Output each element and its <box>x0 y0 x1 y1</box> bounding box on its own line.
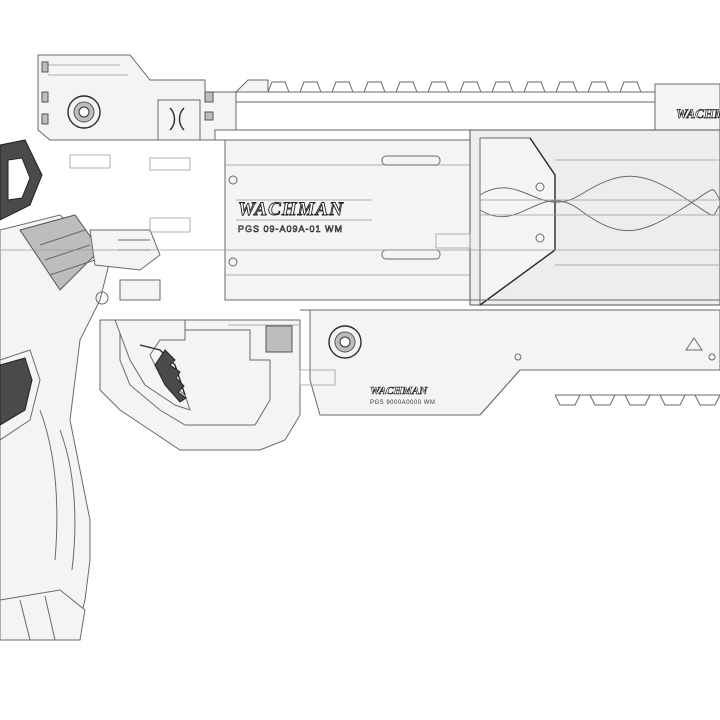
rear-claw <box>0 139 43 221</box>
trigger <box>114 319 191 411</box>
hammer-ring <box>67 95 101 129</box>
barrel-top-serrations: WACHM <box>234 79 720 131</box>
frame-brand-engraving: WACHMAN <box>370 385 428 397</box>
top-rail <box>37 54 237 141</box>
frame-serial-engraving: PGS 9000A0000 WM <box>370 400 435 406</box>
lower-frame: WACHMAN PGS 9000A0000 WM <box>300 299 720 416</box>
construction-lines <box>0 154 720 386</box>
cylinder-brand-engraving: WACHMAN <box>238 199 344 220</box>
cylinder-serial-engraving: PGS 09-A09A-01 WM <box>238 224 343 234</box>
rear-sight-bracket <box>157 99 201 141</box>
energy-chamber <box>469 129 720 306</box>
frame-pin <box>328 325 362 359</box>
cylinder: WACHMAN PGS 09-A09A-01 WM <box>224 139 471 301</box>
grip <box>0 214 111 641</box>
corner-brand-engraving: WACHM <box>676 106 720 121</box>
